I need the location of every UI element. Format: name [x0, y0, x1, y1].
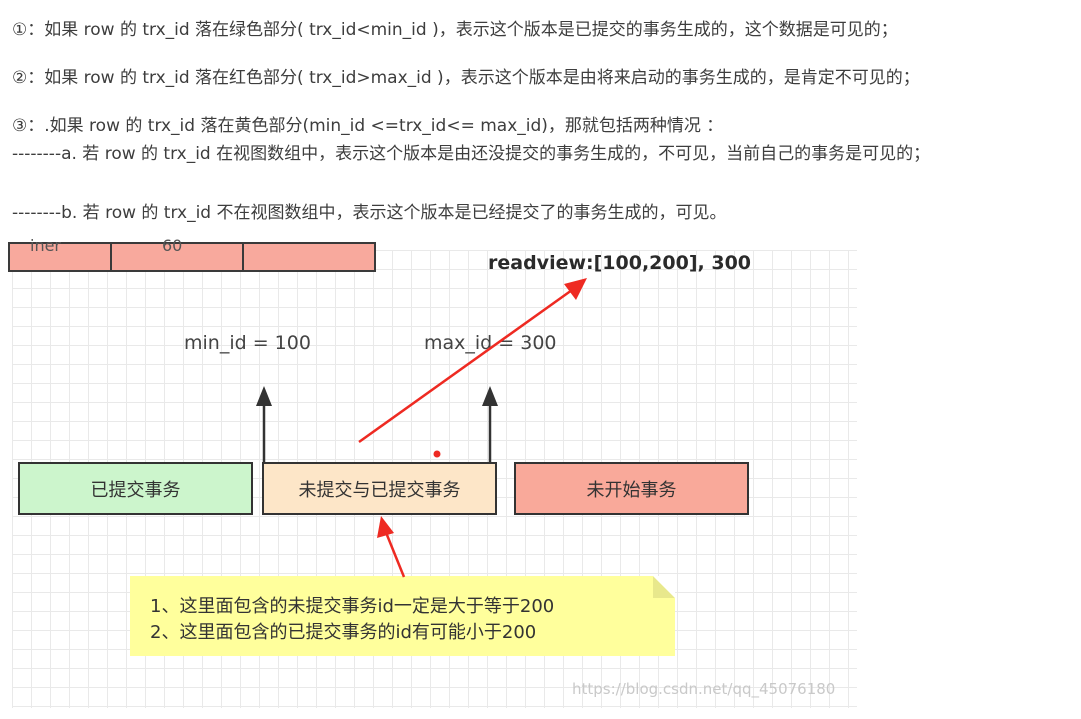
committed-transactions-box: 已提交事务	[18, 462, 253, 515]
mvcc-diagram: iner 60 readview:[100,200], 300 min_id =…	[8, 236, 857, 708]
readview-pointer-arrow	[358, 288, 573, 444]
max-id-label: max_id = 300	[424, 332, 557, 354]
explanation-note: 1、这里面包含的未提交事务id一定是大于等于200 2、这里面包含的已提交事务的…	[130, 576, 675, 656]
note-fold-cut	[653, 576, 675, 598]
rule-3b-text: --------b. 若 row 的 trx_id 不在视图数组中，表示这个版本…	[12, 203, 727, 223]
diagram-arrows	[256, 278, 675, 598]
watermark: https://blog.csdn.net/qq_45076180	[572, 680, 836, 698]
readview-pointer-arrowhead	[564, 278, 587, 300]
max-id-arrowhead	[482, 386, 498, 406]
rule-1-text: ①：如果 row 的 trx_id 落在绿色部分( trx_id<min_id …	[12, 20, 898, 40]
rule-3a-text: --------a. 若 row 的 trx_id 在视图数组中，表示这个版本是…	[12, 144, 931, 164]
rule-3-text: ③：.如果 row 的 trx_id 落在黄色部分(min_id <=trx_i…	[12, 116, 724, 136]
red-dot	[433, 450, 441, 458]
readview-label: readview:[100,200], 300	[488, 252, 752, 274]
top-cell-1	[8, 242, 112, 272]
rule-2-text: ②：如果 row 的 trx_id 落在红色部分( trx_id>max_id …	[12, 68, 920, 88]
not-started-transactions-box: 未开始事务	[514, 462, 749, 515]
mixed-transactions-box: 未提交与已提交事务	[262, 462, 497, 515]
note-line-2: 2、这里面包含的已提交事务的id有可能小于200	[150, 622, 537, 643]
top-cell-3	[242, 242, 376, 272]
min-id-label: min_id = 100	[184, 332, 311, 354]
top-cell-2	[110, 242, 244, 272]
min-id-arrowhead	[256, 386, 272, 406]
note-pointer-arrowhead	[377, 516, 394, 538]
note-line-1: 1、这里面包含的未提交事务id一定是大于等于200	[150, 596, 555, 617]
top-cell-text-1: iner	[30, 236, 62, 255]
note-pointer-arrow	[383, 529, 406, 578]
top-cell-text-2: 60	[162, 236, 183, 255]
